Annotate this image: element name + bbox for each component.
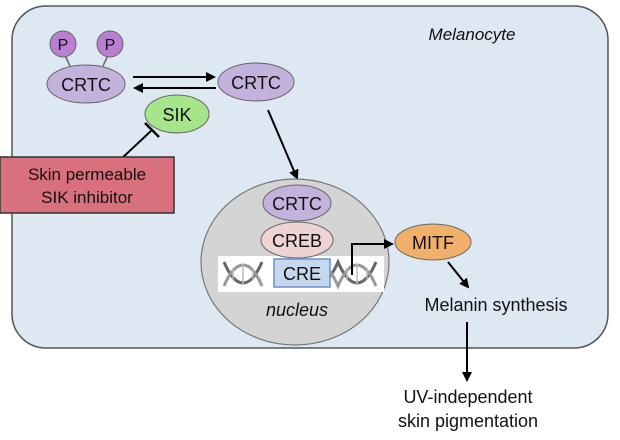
- arrow-crtc-to-nucleus: [267, 109, 299, 180]
- phospho-left-label: P: [58, 37, 69, 54]
- inhibition-line: [119, 129, 153, 161]
- cre-label: CRE: [283, 264, 321, 284]
- mitf: [394, 223, 472, 261]
- cre-element: [273, 258, 331, 288]
- creb: [260, 221, 334, 259]
- sik-kinase: [144, 94, 210, 134]
- creb-label: CREB: [272, 231, 322, 251]
- cell-label: Melanocyte: [429, 25, 516, 44]
- inhibition-bar: [144, 122, 160, 138]
- crtc-dephosphorylated: [217, 62, 295, 102]
- phospho-right: [96, 30, 124, 58]
- arrow-mitf-to-melanin: [447, 261, 470, 289]
- crtc-nuclear: [262, 184, 332, 222]
- crtc-dephosphorylated-label: CRTC: [231, 73, 281, 93]
- inhibitor-line-2: SIK inhibitor: [41, 188, 133, 207]
- crtc-nuclear-label: CRTC: [272, 194, 322, 214]
- nucleus-label: nucleus: [266, 300, 328, 320]
- inhibitor-line-1: Skin permeable: [28, 165, 146, 184]
- outcome-line-1: UV-independent: [403, 387, 532, 407]
- melanin-synthesis-label: Melanin synthesis: [424, 295, 567, 315]
- mitf-label: MITF: [412, 233, 454, 253]
- phospho-left: [49, 30, 77, 58]
- sik-inhibitor-box: [0, 156, 175, 214]
- phospho-right-label: P: [105, 37, 116, 54]
- transcription-arrow: [351, 239, 394, 275]
- outcome-line-2: skin pigmentation: [398, 411, 538, 431]
- crtc-phosphorylated: [46, 64, 126, 104]
- sik-label: SIK: [162, 105, 191, 125]
- crtc-phosphorylated-label: CRTC: [61, 75, 111, 95]
